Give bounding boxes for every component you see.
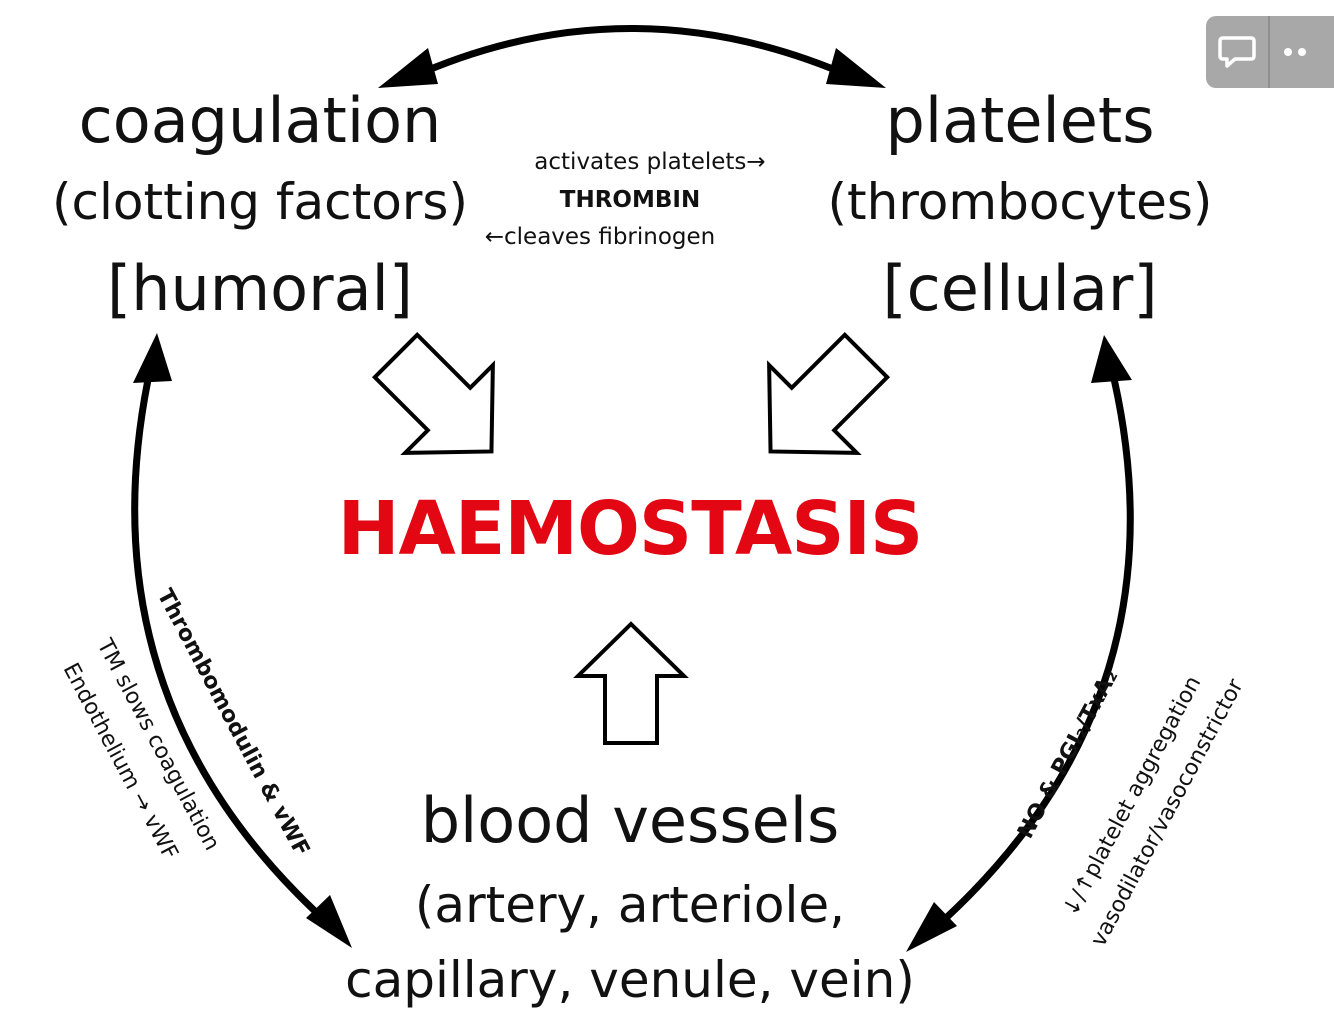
more-icon	[1283, 48, 1312, 56]
coagulation-subtitle: (clotting factors)	[52, 173, 468, 231]
right-arc-arrowhead-bottom	[906, 902, 957, 952]
platelets-type: [cellular]	[882, 252, 1158, 325]
thrombin-activates-text: activates platelets→	[534, 149, 766, 175]
more-button[interactable]	[1270, 16, 1334, 88]
top-arc-arrowhead-right	[826, 48, 886, 88]
coagulation-type: [humoral]	[106, 252, 413, 325]
left-arc-arrowhead-top	[133, 333, 172, 383]
right-arc-arrowhead-top	[1091, 335, 1132, 383]
coagulation-title: coagulation	[78, 84, 442, 157]
left-arc-arrowhead-bottom	[306, 895, 352, 948]
overlay-toolbar	[1206, 16, 1334, 88]
vessels-to-haemostasis-arrow	[573, 621, 689, 745]
vessels-line2: capillary, venule, vein)	[345, 951, 915, 1009]
left-arc-arrow	[131, 369, 333, 928]
haemostasis-label: HAEMOSTASIS	[337, 486, 924, 572]
vessels-title: blood vessels	[420, 784, 840, 857]
top-arc-arrowhead-left	[378, 48, 438, 88]
coagulation-to-haemostasis-arrow	[371, 331, 495, 455]
toolbar-divider	[1268, 16, 1270, 88]
top-arc-arrow	[410, 25, 854, 81]
thrombin-label: THROMBIN	[559, 187, 701, 213]
platelets-to-haemostasis-arrow	[767, 331, 891, 455]
platelets-title: platelets	[885, 84, 1155, 157]
right-arc-arrow	[932, 369, 1134, 931]
thrombin-cleaves-text: ←cleaves fibrinogen	[484, 224, 716, 250]
vessels-line1: (artery, arteriole,	[414, 876, 846, 934]
platelets-subtitle: (thrombocytes)	[827, 173, 1213, 231]
comment-button[interactable]	[1206, 16, 1268, 88]
comment-icon	[1218, 36, 1256, 68]
